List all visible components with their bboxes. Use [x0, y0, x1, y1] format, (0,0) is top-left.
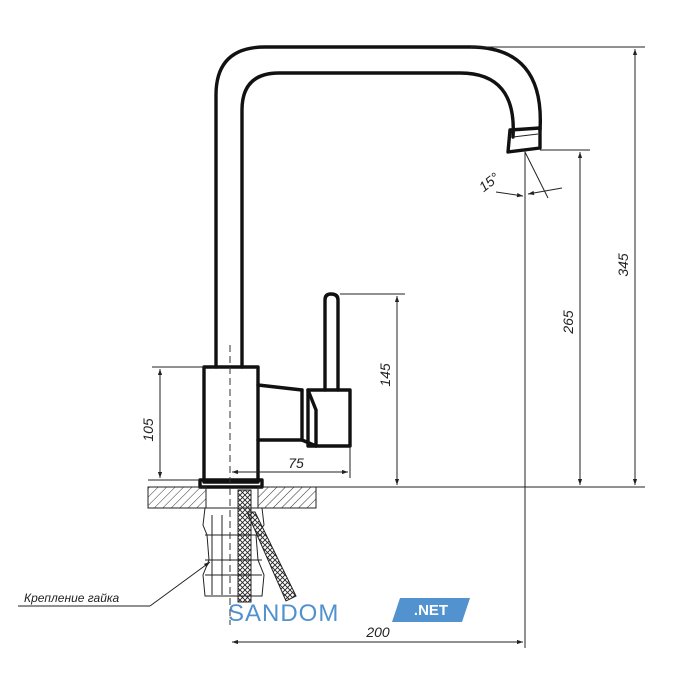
- dimension-200: 200: [232, 624, 523, 645]
- dimension-105: 105: [140, 366, 204, 481]
- faucet-spout: [214, 45, 542, 369]
- dimension-345: 345: [470, 46, 645, 485]
- watermark-logo: SANDOM .NET: [228, 598, 470, 627]
- dim-75-value: 75: [288, 455, 304, 471]
- watermark-suffix: .NET: [414, 602, 448, 619]
- callout-mounting-nut: Крепление гайка: [18, 561, 211, 607]
- dim-265-value: 265: [560, 310, 576, 335]
- dimension-75: 75: [232, 446, 351, 478]
- watermark-brand: SANDOM: [228, 600, 339, 627]
- mounting-nut: [202, 507, 265, 597]
- dim-200-value: 200: [365, 624, 390, 640]
- dim-145-value: 145: [377, 363, 393, 387]
- faucet-handle: [306, 292, 352, 448]
- supply-hoses: [237, 489, 297, 603]
- dimension-265: 265: [540, 149, 590, 485]
- angle-dimension: 15°: [476, 151, 563, 199]
- angle-value: 15°: [476, 169, 503, 195]
- dimension-145: 145: [340, 293, 405, 485]
- dim-105-value: 105: [140, 418, 156, 442]
- dim-345-value: 345: [615, 253, 631, 277]
- countertop-section: [147, 486, 317, 509]
- faucet-body: [198, 365, 318, 489]
- callout-label: Крепление гайка: [24, 591, 120, 605]
